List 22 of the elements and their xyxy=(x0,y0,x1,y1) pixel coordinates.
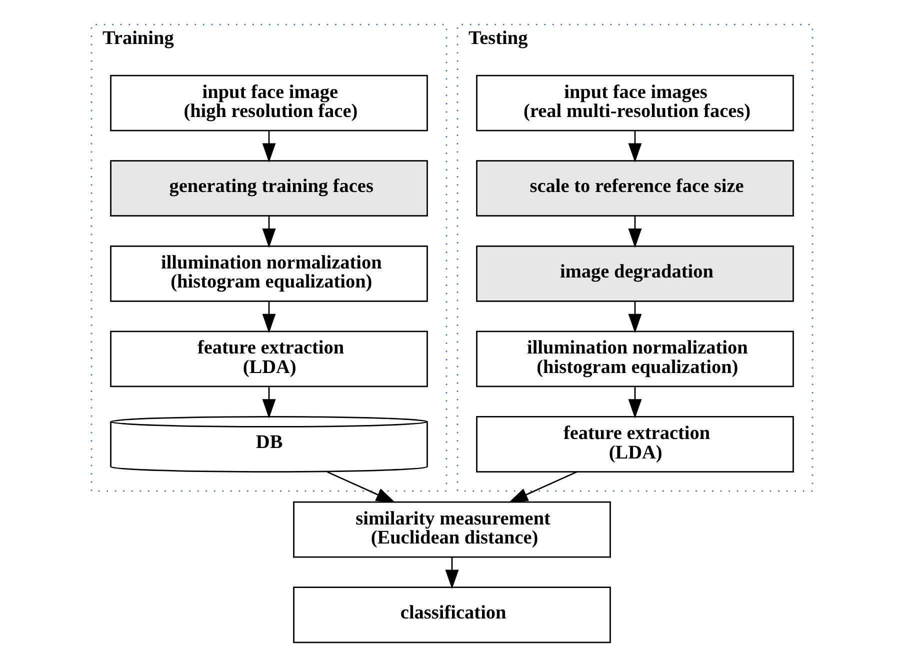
arrow xyxy=(628,386,642,418)
node-box: generating training faces xyxy=(110,160,428,217)
node-box: input face images (real multi-resolution faces) xyxy=(476,74,794,132)
node-box: illumination normalization (histogram equalization) xyxy=(110,245,428,302)
node-box: image degradation xyxy=(476,245,794,302)
node-box: scale to reference face size xyxy=(476,160,794,217)
arrow xyxy=(628,130,642,163)
arrow xyxy=(508,471,577,503)
arrow xyxy=(628,216,642,248)
arrow xyxy=(262,130,276,163)
node-box: input face image (high resolution face) xyxy=(110,74,428,132)
arrow xyxy=(262,302,276,334)
node-box: classification xyxy=(293,586,611,644)
arrow xyxy=(262,216,276,248)
arrow xyxy=(262,386,276,418)
arrow xyxy=(327,471,396,503)
node-box: illumination normalization (histogram equalization) xyxy=(476,330,794,388)
node-box: feature extraction (LDA) xyxy=(110,330,428,388)
arrow xyxy=(628,302,642,334)
node-box: feature extraction (LDA) xyxy=(476,416,794,472)
node-box: similarity measurement (Euclidean distance) xyxy=(293,501,611,558)
arrow xyxy=(445,558,459,590)
